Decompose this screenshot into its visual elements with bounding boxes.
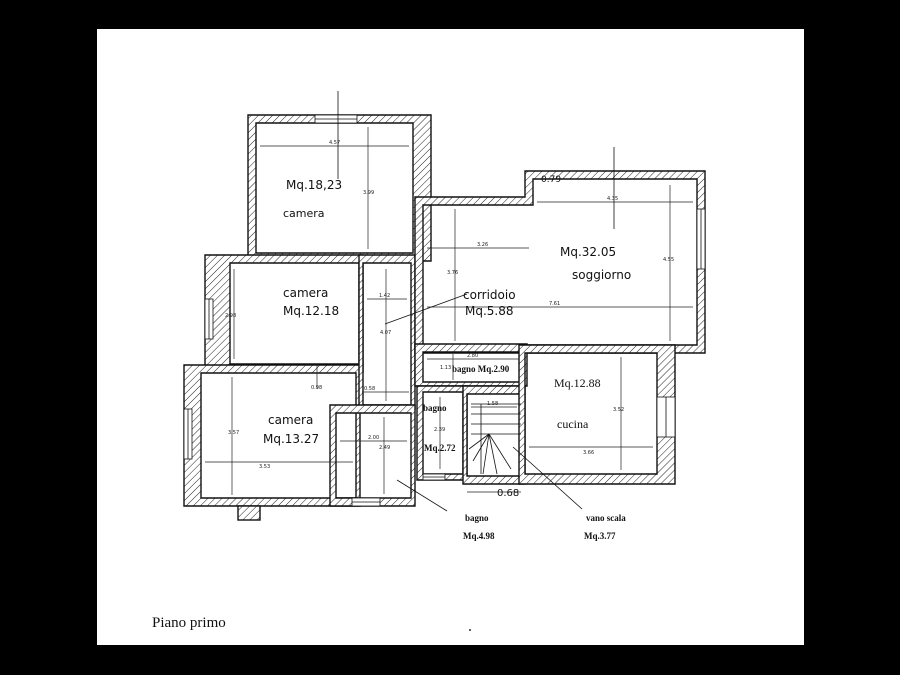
dim-2-39: 2.39 <box>434 427 445 433</box>
dim-0-58: 0.58 <box>364 386 375 392</box>
dimension-lines <box>205 127 693 495</box>
camera-1-name: camera <box>283 207 325 220</box>
plan-title: Piano primo <box>152 615 226 631</box>
dim-0-79: 0.79 <box>541 175 561 185</box>
dim-4-35: 4.35 <box>607 196 618 202</box>
dim-3-26: 3.26 <box>477 242 488 248</box>
dim-0-68: 0.68 <box>497 488 519 499</box>
camera-2-area: Mq.12.18 <box>283 304 339 318</box>
floor-plan: 4.57 3.99 0.79 4.35 3.26 3.76 4.55 7.61 … <box>152 91 706 631</box>
wall-soggiorno <box>414 170 706 354</box>
dim-2-00: 2.00 <box>368 435 379 441</box>
camera-2-name: camera <box>283 286 328 300</box>
wall-bagno-2 <box>416 385 468 481</box>
cucina-name: cucina <box>557 417 589 431</box>
bagno-2-area: Mq.2.72 <box>424 443 456 453</box>
dim-3-52: 3.52 <box>613 407 624 413</box>
dim-4-07: 4.07 <box>380 330 391 336</box>
dim-3-53: 3.53 <box>259 464 270 470</box>
dim-3-57: 3.57 <box>228 430 239 436</box>
dim-0-98: 0.98 <box>311 385 322 391</box>
dim-4-55: 4.55 <box>663 257 674 263</box>
dim-3-76: 3.76 <box>447 270 458 276</box>
dim-7-61: 7.61 <box>549 301 560 307</box>
leader-lines <box>384 293 583 512</box>
wall-bagno-3 <box>329 404 416 507</box>
wall-protrusion <box>237 505 261 521</box>
vano-scala-area: Mq.3.77 <box>584 531 616 541</box>
section-markers <box>337 91 615 229</box>
dim-2-49: 2.49 <box>379 445 390 451</box>
soggiorno-name: soggiorno <box>572 268 631 282</box>
wall-camera-1 <box>247 114 432 262</box>
bagno-2-name: bagno <box>423 403 447 413</box>
dim-4-57: 4.57 <box>329 140 340 146</box>
drawing-sheet: 4.57 3.99 0.79 4.35 3.26 3.76 4.55 7.61 … <box>97 29 804 645</box>
stray-dot <box>469 629 471 631</box>
dim-1-13: 1.13 <box>440 365 451 371</box>
corridoio-area: Mq.5.88 <box>465 304 514 318</box>
camera-3-name: camera <box>268 413 313 427</box>
dim-2-80: 2.80 <box>467 353 478 359</box>
dim-1-58: 1.58 <box>487 401 498 407</box>
stair-steps <box>468 403 521 475</box>
camera-1-area: Mq.18,23 <box>286 178 342 192</box>
wall-cucina <box>518 344 676 485</box>
bagno-3-name: bagno <box>465 513 489 523</box>
dim-1-42: 1.42 <box>379 293 390 299</box>
exterior-walls <box>183 114 706 521</box>
corridoio-name: corridoio <box>463 288 516 302</box>
vano-scala-name: vano scala <box>586 513 626 523</box>
cucina-area: Mq.12.88 <box>554 376 601 390</box>
bagno-small-label: bagno Mq.2.90 <box>452 364 510 374</box>
windows <box>183 114 706 507</box>
dim-2-98: 2.98 <box>225 313 236 319</box>
bagno-3-area: Mq.4.98 <box>463 531 495 541</box>
dim-3-99: 3.99 <box>363 190 374 196</box>
camera-3-area: Mq.13.27 <box>263 432 319 446</box>
dim-3-66: 3.66 <box>583 450 594 456</box>
soggiorno-area: Mq.32.05 <box>560 245 616 259</box>
